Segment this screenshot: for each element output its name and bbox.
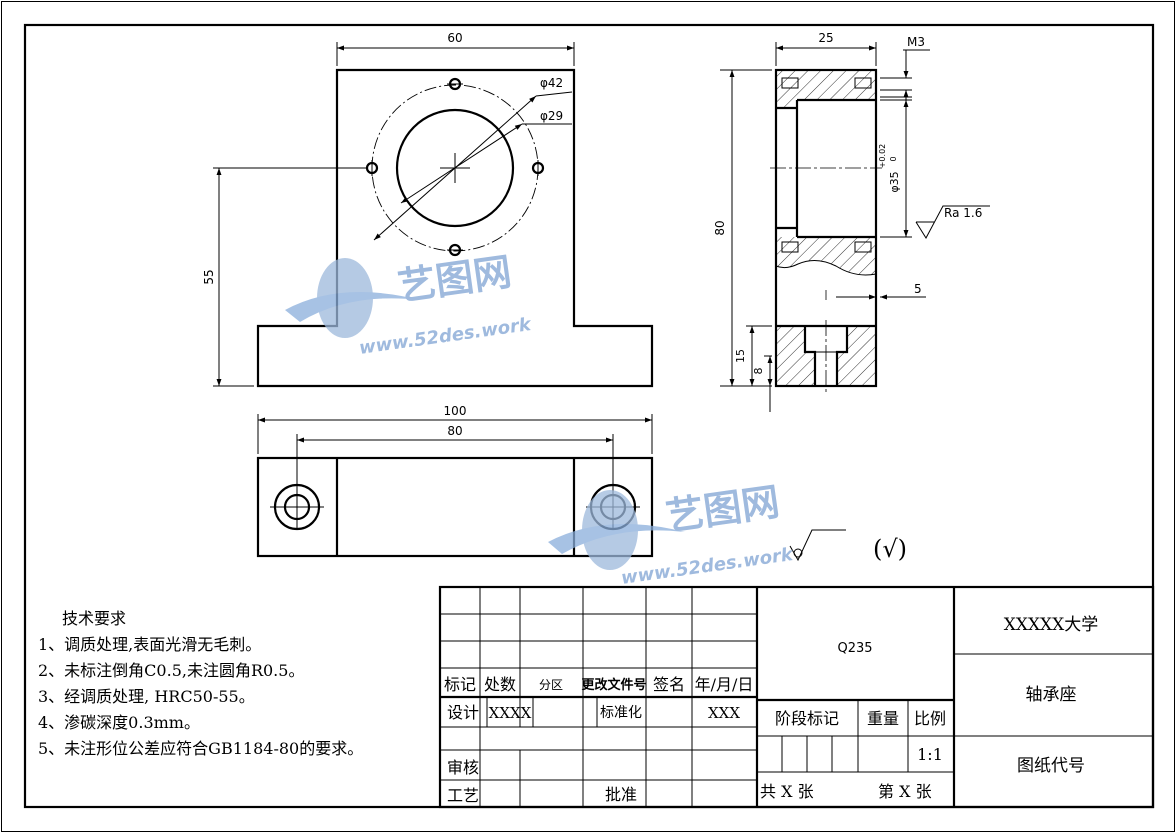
tech-req-item-1: 1、调质处理,表面光滑无毛刺。: [38, 635, 261, 654]
design-value: XXXX: [489, 704, 532, 722]
surface-roughness: Ra 1.6: [944, 206, 982, 220]
hdr-zone: 分区: [539, 678, 563, 692]
tech-req-item-2: 2、未标注倒角C0.5,未注圆角R0.5。: [38, 661, 304, 680]
dim-hole-circle: φ42: [540, 76, 563, 90]
hdr-mark: 标记: [444, 675, 476, 694]
dim-side-bore: φ35: [888, 171, 901, 192]
approve-label: 批准: [605, 785, 637, 804]
dim-top-hole-spacing: 80: [447, 424, 462, 438]
hdr-date: 年/月/日: [695, 675, 754, 694]
stage-label: 阶段标记: [775, 709, 839, 728]
hdr-doc: 更改文件号: [581, 677, 646, 693]
watermark-name-2: 艺图网: [663, 479, 782, 538]
dim-top-length: 100: [444, 404, 467, 418]
technical-requirements: 技术要求 1、调质处理,表面光滑无毛刺。 2、未标注倒角C0.5,未注圆角R0.…: [38, 609, 363, 758]
watermark-url-2: www.52des.work: [620, 544, 795, 589]
dim-side-base: 15: [734, 349, 747, 363]
tech-req-item-5: 5、未注形位公差应符合GB1184-80的要求。: [38, 739, 363, 758]
tech-req-item-4: 4、渗碳深度0.3mm。: [38, 713, 200, 732]
dim-front-height: 55: [202, 269, 216, 284]
sheet-number: 第 X 张: [878, 782, 932, 801]
drawing-number: 图纸代号: [1017, 756, 1085, 776]
front-view: 60 55 φ42 φ29: [202, 31, 654, 388]
material: Q235: [837, 641, 872, 656]
hdr-sign: 签名: [653, 675, 685, 694]
hdr-count: 处数: [484, 675, 516, 694]
weight-label: 重量: [867, 709, 899, 728]
dim-side-counterbore: 8: [752, 368, 765, 375]
tech-req-item-3: 3、经调质处理, HRC50-55。: [38, 687, 255, 706]
watermark-logo: 艺图网 www.52des.work: [285, 249, 533, 359]
dim-side-bore-tol-upper: +0.02: [878, 144, 887, 169]
dim-side-height: 80: [713, 220, 727, 235]
title-block: Q235 XXXXX大学 轴承座 图纸代号 标记 处数 分区 更改文件号 签名 …: [438, 585, 1155, 809]
review-label: 审核: [447, 758, 479, 777]
process-label: 工艺: [447, 786, 479, 805]
school-name: XXXXX大学: [1004, 615, 1099, 635]
dim-front-width: 60: [447, 31, 462, 45]
standard-label: 标准化: [600, 705, 642, 721]
surface-note: (√): [873, 535, 907, 563]
scale-value: 1:1: [917, 745, 943, 764]
dim-thread: M3: [907, 35, 925, 49]
scale-label: 比例: [914, 709, 946, 728]
general-surface-symbol: (√): [789, 529, 907, 563]
tech-req-title: 技术要求: [62, 609, 126, 628]
watermark-logo-2: 艺图网 www.52des.work: [548, 479, 795, 589]
design-label: 设计: [447, 703, 479, 722]
watermark-url: www.52des.work: [358, 314, 533, 359]
side-view: 25 M3 80 φ35 +0.02 0 Ra 1.6 5 15 8: [713, 31, 990, 412]
dim-side-bore-tol-lower: 0: [889, 156, 898, 161]
standard-value: XXX: [708, 704, 740, 722]
dim-bore: φ29: [540, 109, 563, 123]
total-sheets: 共 X 张: [760, 782, 814, 801]
watermark-name: 艺图网: [395, 249, 514, 308]
part-name: 轴承座: [1026, 685, 1077, 705]
dim-side-width: 25: [818, 31, 833, 45]
dim-side-step: 5: [914, 282, 922, 296]
